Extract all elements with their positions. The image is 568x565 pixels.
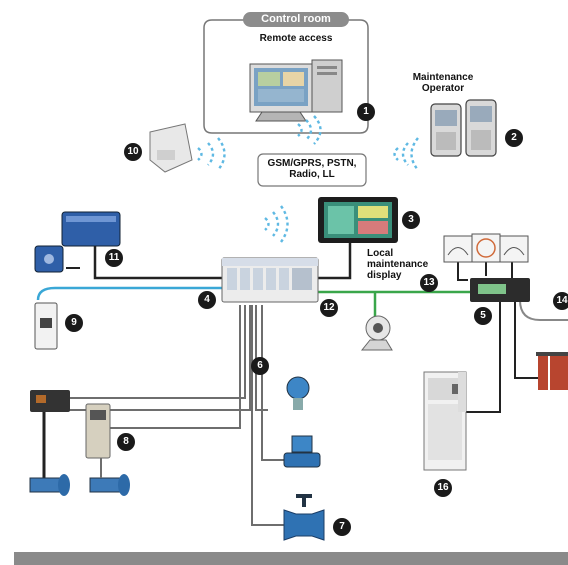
badge-8: 8	[117, 433, 135, 451]
badge-6: 6	[251, 357, 269, 375]
badge-2: 2	[505, 129, 523, 147]
badge-10: 10	[124, 143, 142, 161]
network-label-box	[257, 153, 367, 187]
circuit-breaker-icon	[34, 302, 58, 350]
badge-14: 14	[553, 292, 568, 310]
switchgear-cabinet-icon	[423, 371, 467, 471]
camera-icon	[360, 315, 393, 351]
speed-drive-icon	[85, 403, 111, 459]
remote-access-label: Remote access	[259, 33, 333, 44]
badge-12: 12	[320, 299, 338, 317]
network-label-line2: Radio, LL	[289, 169, 335, 180]
power-meter-icon	[470, 278, 530, 302]
network-label-line1: GSM/GPRS, PSTN,	[267, 158, 357, 169]
maintenance-operator-line2: Operator	[421, 83, 465, 94]
badge-9: 9	[65, 314, 83, 332]
control-room-title: Control room	[243, 12, 349, 27]
pressure-transmitter-icon	[286, 376, 310, 410]
badge-13: 13	[420, 274, 438, 292]
cables	[36, 243, 568, 526]
maintenance-operator-label: Maintenance Operator	[402, 72, 484, 94]
local-display-line2: maintenance	[367, 259, 429, 270]
plc-rtu-icon	[221, 257, 319, 303]
badge-5: 5	[474, 307, 492, 325]
computer-icon	[249, 59, 343, 122]
badge-7: 7	[333, 518, 351, 536]
local-display-line3: display	[367, 270, 402, 281]
badge-11: 11	[105, 249, 123, 267]
blue-modem-icon	[34, 211, 121, 273]
wireless-signals	[197, 115, 419, 243]
phone-icon	[430, 99, 497, 157]
badge-1: 1	[357, 103, 375, 121]
badge-16: 16	[434, 479, 452, 497]
transformer-icon	[536, 352, 568, 390]
local-display-label: Local maintenance display	[367, 248, 428, 281]
maintenance-operator-line1: Maintenance	[412, 72, 474, 83]
wireless-modem-icon	[149, 123, 193, 173]
hmi-panel-icon	[318, 197, 398, 243]
valve-icon	[283, 494, 325, 541]
control-room-frame	[203, 19, 369, 134]
badge-4: 4	[198, 291, 216, 309]
badge-3: 3	[402, 211, 420, 229]
flow-meter-icon	[283, 435, 321, 468]
network-label: GSM/GPRS, PSTN, Radio, LL	[258, 158, 366, 180]
local-display-line1: Local	[367, 248, 394, 259]
footer-bar	[14, 552, 568, 565]
pump-icon	[29, 458, 130, 496]
analog-meters-icon	[443, 233, 529, 263]
motor-starter-icon	[30, 390, 70, 412]
